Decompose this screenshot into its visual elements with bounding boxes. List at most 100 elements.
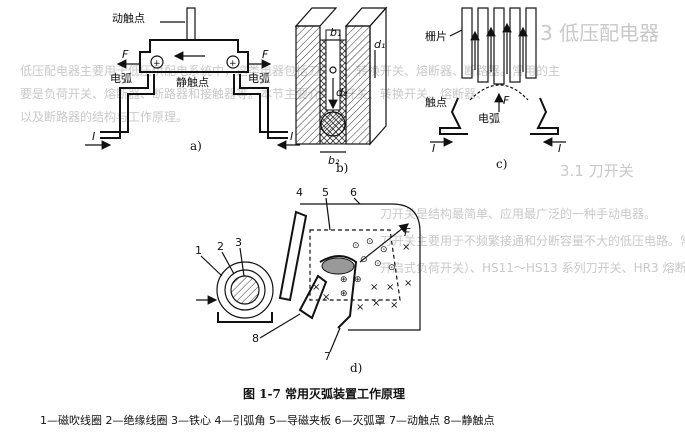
panel-b: b₁ b₂ d₁ d₂ b) bbox=[294, 6, 388, 175]
force-arrow-d bbox=[359, 223, 409, 263]
num-3: 3 bbox=[235, 236, 242, 249]
arc-chute bbox=[300, 203, 421, 331]
bleed-line: 低压配电器主要用于低压供配电系统中，这类电器包括刀开关、转换开关、熔断器、断路器… bbox=[20, 63, 560, 78]
svg-text:×: × bbox=[356, 302, 364, 313]
figure-legend: 1—磁吹线圈 2—绝缘线圈 3—铁心 4—引弧角 5—导磁夹板 6—灭弧罩 7—… bbox=[40, 413, 494, 427]
side-face bbox=[369, 6, 387, 146]
svg-text:×: × bbox=[322, 292, 330, 303]
svg-text:⊕: ⊕ bbox=[354, 275, 362, 285]
figure-caption: 图 1-7 常用灭弧装置工作原理 bbox=[243, 386, 405, 401]
svg-text:×: × bbox=[390, 300, 398, 311]
bleed-heading: 3 低压配电器 bbox=[540, 21, 659, 45]
blowout-coil bbox=[216, 261, 274, 319]
label-b2: b₂ bbox=[328, 154, 340, 167]
num-6: 6 bbox=[350, 186, 357, 199]
num-5: 5 bbox=[322, 186, 329, 199]
moving-contact-d bbox=[319, 255, 358, 329]
coil-base bbox=[217, 312, 273, 323]
svg-text:×: × bbox=[372, 298, 380, 309]
label-d2: d₂ bbox=[336, 86, 348, 99]
label-current-c-left: I bbox=[432, 142, 435, 155]
contact-point-right bbox=[226, 55, 240, 69]
moving-contact-bridge bbox=[139, 39, 249, 73]
label-arc-left: 电弧 bbox=[110, 71, 132, 85]
bleed-section: 3.1 刀开关 bbox=[560, 162, 634, 180]
magnetic-plate bbox=[309, 229, 401, 301]
slot-top-left bbox=[294, 7, 338, 27]
svg-text:⊙: ⊙ bbox=[366, 237, 374, 247]
wall-right bbox=[345, 25, 371, 145]
label-force-c: F bbox=[503, 94, 510, 107]
conductor bbox=[320, 111, 346, 137]
static-conductor-right bbox=[239, 74, 288, 139]
leader-3 bbox=[239, 247, 245, 277]
svg-text:⊙: ⊙ bbox=[380, 245, 388, 255]
bleed-line: 开启式负荷开关）、HS11～HS13 系列刀开关、HR3 熔断器式刀开关等。 bbox=[380, 260, 685, 275]
num-4: 4 bbox=[296, 186, 303, 199]
label-current-right: I bbox=[290, 130, 293, 143]
iron-core bbox=[230, 275, 260, 305]
panel-a: + + 动触点 静触点 F F 电弧 电弧 I I a) bbox=[85, 7, 300, 153]
num-8: 8 bbox=[252, 332, 259, 345]
svg-text:×: × bbox=[370, 282, 378, 293]
leader-6 bbox=[353, 197, 361, 205]
insulating-coil bbox=[224, 269, 266, 311]
contact-point-left bbox=[150, 55, 164, 69]
panel-d-label: d) bbox=[350, 361, 362, 375]
grid-plate-3 bbox=[493, 7, 505, 85]
svg-text:⊙: ⊙ bbox=[374, 259, 382, 269]
arc-point bbox=[329, 66, 337, 74]
panel-b-label: b) bbox=[336, 161, 348, 175]
slot-top-right bbox=[344, 7, 388, 27]
grid-plate-4 bbox=[509, 7, 521, 83]
arc-horn bbox=[278, 210, 308, 302]
arc-curve bbox=[469, 84, 529, 101]
background-bleed-text: 3 低压配电器 低压配电器主要用于低压供配电系统中，这类电器包括刀开关、转换开关… bbox=[20, 21, 685, 275]
leader-7 bbox=[329, 327, 341, 353]
bleed-line: 刀开关是结构最简单、应用最广泛的一种手动电器。 bbox=[380, 206, 656, 221]
field-dots: ⊙⊙⊙ ⊙⊙⊙ ⊕⊕⊕ bbox=[340, 237, 396, 299]
leader-2 bbox=[221, 251, 235, 275]
grid-plate-1 bbox=[461, 7, 473, 79]
svg-text:⊕: ⊕ bbox=[340, 275, 348, 285]
num-1: 1 bbox=[195, 244, 202, 257]
svg-text:×: × bbox=[404, 278, 412, 289]
svg-text:⊙: ⊙ bbox=[360, 255, 368, 265]
leader-1 bbox=[200, 255, 223, 277]
label-static-contact: 静触点 bbox=[176, 75, 209, 89]
field-crosses: ××× ××× ××× bbox=[312, 242, 412, 313]
label-force-left: F bbox=[122, 48, 129, 61]
svg-text:×: × bbox=[312, 282, 320, 293]
bleed-line: 以及断路器的结构与工作原理。 bbox=[20, 109, 188, 124]
grid-plate-2 bbox=[477, 7, 489, 83]
contact-stem bbox=[186, 7, 196, 41]
contact-right bbox=[530, 97, 559, 135]
static-conductor-left bbox=[100, 74, 149, 139]
label-force-right: F bbox=[262, 48, 269, 61]
wall-left bbox=[295, 25, 321, 145]
label-current-left: I bbox=[92, 130, 95, 143]
leader-grid bbox=[449, 29, 463, 37]
leader-8 bbox=[259, 313, 301, 339]
contact-left bbox=[439, 97, 468, 135]
panel-c: 栅片 触点 电弧 F I I c) bbox=[425, 7, 566, 171]
svg-text:⊙: ⊙ bbox=[352, 241, 360, 251]
num-2: 2 bbox=[217, 240, 224, 253]
arc-contact-region bbox=[321, 257, 355, 275]
panel-c-label: c) bbox=[496, 157, 507, 171]
label-grid: 栅片 bbox=[425, 29, 447, 43]
svg-text:⊙: ⊙ bbox=[388, 263, 396, 273]
svg-text:×: × bbox=[402, 242, 410, 253]
plus-right: + bbox=[229, 59, 237, 69]
bleed-line: 刀开关主要用于不频繁接通和分断容量不大的低压电路。常用型号有 HD11～HD14… bbox=[380, 233, 685, 248]
static-conductor-right-inner bbox=[233, 74, 288, 133]
num-7: 7 bbox=[324, 350, 331, 363]
label-b1: b₁ bbox=[330, 26, 341, 39]
static-contact-d bbox=[298, 274, 328, 320]
slot bbox=[325, 29, 341, 111]
panel-d: ⊙⊙⊙ ⊙⊙⊙ ⊕⊕⊕ ××× ××× ××× 1 2 3 4 5 6 7 8 … bbox=[195, 186, 421, 375]
grid-plate-5 bbox=[525, 7, 537, 79]
static-conductor-left-inner bbox=[100, 74, 155, 133]
